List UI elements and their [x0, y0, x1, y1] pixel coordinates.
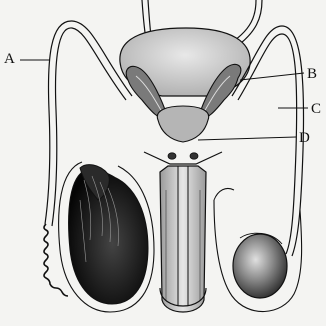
penis — [144, 152, 222, 312]
label-d: D — [299, 131, 310, 146]
coiled-tubule-left — [44, 224, 68, 296]
pointer-line-b — [240, 73, 304, 80]
testis-left — [69, 169, 148, 304]
testis-right — [233, 234, 287, 298]
label-c: C — [311, 102, 321, 117]
pointer-line-d — [198, 137, 296, 140]
prostate-gland — [157, 106, 208, 142]
bulbourethral-glands — [168, 153, 198, 159]
label-a: A — [4, 52, 15, 67]
label-b: B — [307, 67, 317, 82]
